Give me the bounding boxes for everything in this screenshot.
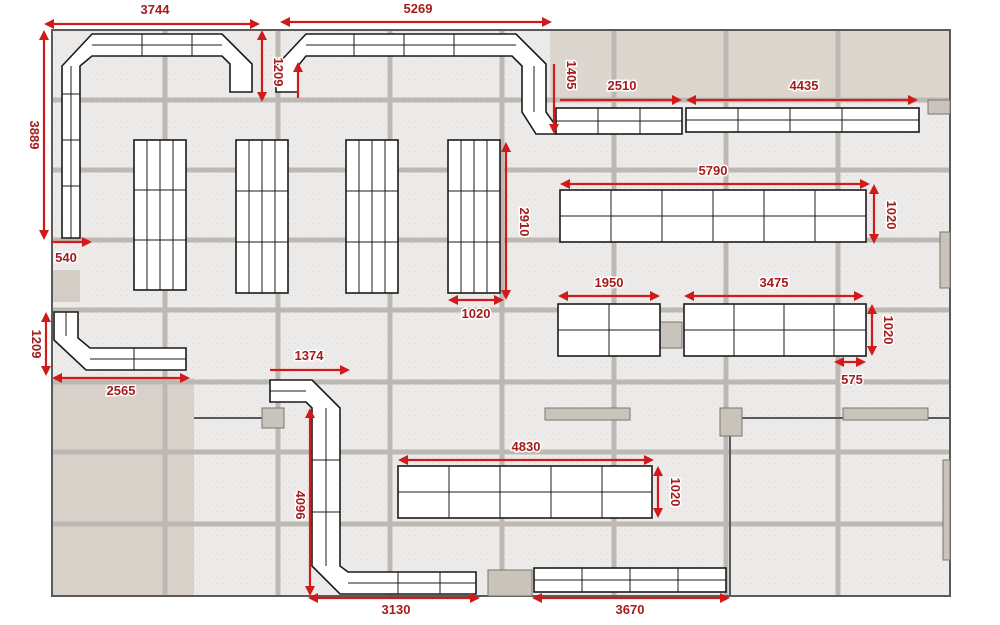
counter [842, 407, 929, 421]
svg-text:2565: 2565 [107, 383, 136, 398]
gondola-4830 [397, 465, 653, 519]
gondola-4 [447, 139, 501, 294]
shelf-bottom-l [269, 379, 477, 595]
gondola-5790 [559, 189, 867, 243]
svg-text:3670: 3670 [616, 602, 645, 617]
svg-text:2510: 2510 [608, 78, 637, 93]
gondola-2 [235, 139, 289, 294]
gondola-3 [345, 139, 399, 294]
svg-text:2910: 2910 [517, 208, 532, 237]
window [939, 231, 951, 289]
gondola-1950 [557, 303, 661, 357]
svg-text:1020: 1020 [881, 316, 896, 345]
dimension-540: 540 [52, 237, 92, 267]
dimension-3670: 3670 [532, 593, 730, 619]
svg-text:3130: 3130 [382, 602, 411, 617]
svg-text:5269: 5269 [404, 1, 433, 16]
dimension-1405: 1405 [549, 59, 581, 134]
gondola-3475 [683, 303, 867, 357]
shelf-run-3670 [533, 567, 727, 593]
pillar [927, 99, 951, 115]
svg-text:1950: 1950 [595, 275, 624, 290]
shelf-left-middle-l [53, 311, 187, 371]
svg-text:3744: 3744 [141, 2, 171, 17]
dimension-4830: 4830 [398, 438, 654, 465]
dimension-2565: 2565 [52, 373, 190, 400]
dimension-575: 575 [834, 357, 866, 389]
dimension-1374: 1374 [270, 347, 350, 375]
dimension-4096: 4096 [292, 408, 315, 596]
svg-text:3889: 3889 [27, 121, 42, 150]
svg-text:1405: 1405 [564, 61, 579, 90]
dimension-3475: 3475 [684, 274, 864, 301]
svg-text:4830: 4830 [512, 439, 541, 454]
dimension-3744: 3744 [44, 1, 260, 29]
pillar [659, 321, 683, 349]
svg-text:1020: 1020 [668, 478, 683, 507]
pillar [261, 407, 285, 429]
svg-text:1209: 1209 [271, 58, 286, 87]
dimensions: 3744 5269 1209 3889 1405 2510 [26, 0, 918, 619]
dimension-5790: 5790 [560, 162, 870, 189]
shelving [53, 33, 920, 595]
entrance-block [487, 569, 533, 597]
dimension-1020-c: 1020 [867, 304, 898, 356]
dimension-2910: 2910 [501, 142, 534, 300]
dimension-2510: 2510 [560, 77, 682, 105]
svg-text:1209: 1209 [29, 330, 44, 359]
dimension-1020-d: 1020 [653, 466, 685, 518]
dimension-4435: 4435 [686, 77, 918, 105]
svg-text:575: 575 [841, 372, 863, 387]
dimension-3889: 3889 [26, 30, 49, 240]
svg-text:5790: 5790 [699, 163, 728, 178]
counter [544, 407, 631, 421]
shelf-run-4435 [685, 107, 920, 133]
dimension-1209-left: 1209 [28, 312, 51, 376]
dimension-3130: 3130 [308, 593, 480, 619]
svg-text:1020: 1020 [462, 306, 491, 321]
svg-text:4096: 4096 [293, 491, 308, 520]
dimension-1020-a: 1020 [869, 184, 901, 244]
dimension-5269: 5269 [280, 0, 552, 27]
pillar [719, 407, 743, 437]
svg-text:3475: 3475 [760, 275, 789, 290]
door [942, 459, 951, 561]
dimension-1950: 1950 [558, 274, 660, 301]
svg-text:1374: 1374 [295, 348, 325, 363]
svg-text:540: 540 [55, 250, 77, 265]
shelf-top-left-l [61, 33, 253, 239]
dimension-1020-b: 1020 [448, 295, 504, 323]
gondola-1 [133, 139, 187, 291]
shelf-run-2510 [555, 107, 683, 135]
dimension-1209-top: 1209 [257, 30, 303, 102]
svg-text:1020: 1020 [884, 201, 899, 230]
svg-text:4435: 4435 [790, 78, 819, 93]
